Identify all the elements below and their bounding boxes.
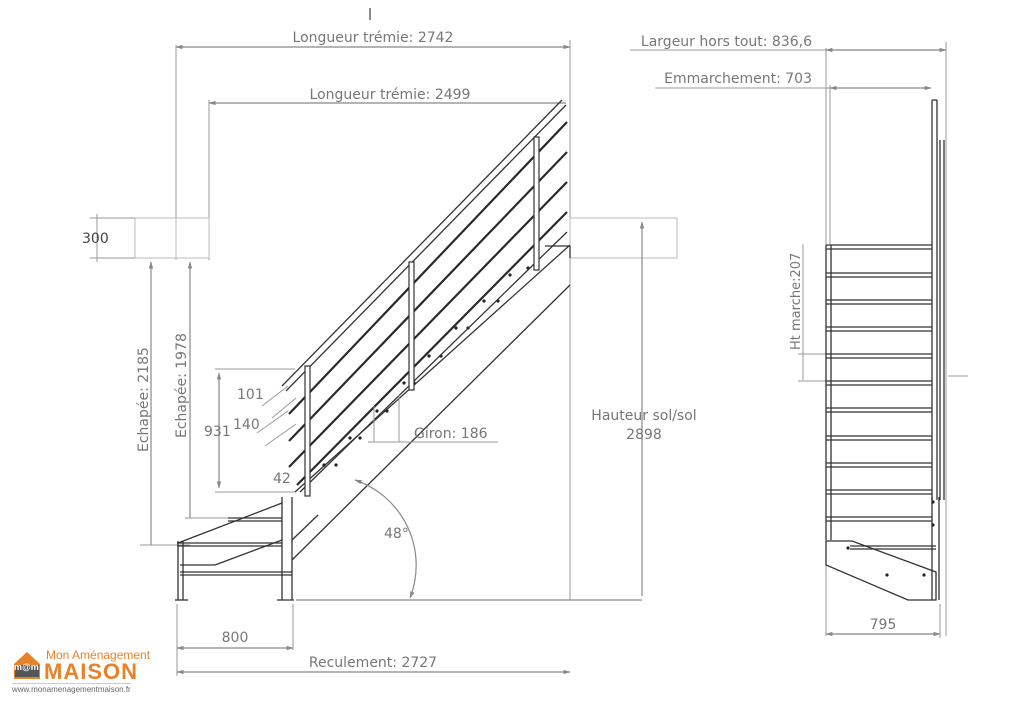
logo-main-text: MAISON <box>44 659 138 684</box>
label-ht-marche: Ht marche:207 <box>789 253 804 350</box>
logo-top-text: Mon Aménagement <box>46 648 151 662</box>
front-view <box>630 42 968 638</box>
logo-url: www.monamenagementmaison.fr <box>12 683 131 694</box>
label-base-width: 795 <box>870 617 897 633</box>
label-largeur-hors-tout: Largeur hors tout: 836,6 <box>641 34 812 50</box>
label-reculement: Reculement: 2727 <box>309 655 437 671</box>
label-angle: 48° <box>384 526 409 542</box>
label-gap-42: 42 <box>273 471 291 487</box>
label-longueur-tremie-2742: Longueur trémie: 2742 <box>293 30 454 46</box>
label-railing-height: 931 <box>204 424 231 440</box>
brand-logo[interactable]: m@m Mon Aménagement MAISON www.monamenag… <box>12 648 150 698</box>
side-view <box>90 8 678 676</box>
label-echapee-2185: Echapée: 2185 <box>136 347 152 452</box>
label-hauteur: Hauteur sol/sol <box>591 408 696 424</box>
label-giron: Giron: 186 <box>414 426 488 442</box>
logo-badge: m@m <box>14 662 39 672</box>
label-emmarchement: Emmarchement: 703 <box>664 71 812 87</box>
label-hauteur-value: 2898 <box>626 427 662 443</box>
label-landing-width: 800 <box>222 630 249 646</box>
label-echapee-1978: Echapée: 1978 <box>174 333 190 438</box>
label-gap-140: 140 <box>233 417 260 433</box>
label-floor-thickness: 300 <box>82 231 109 247</box>
house-icon <box>14 652 40 679</box>
label-gap-101: 101 <box>237 387 264 403</box>
label-longueur-tremie-2499: Longueur trémie: 2499 <box>310 87 471 103</box>
